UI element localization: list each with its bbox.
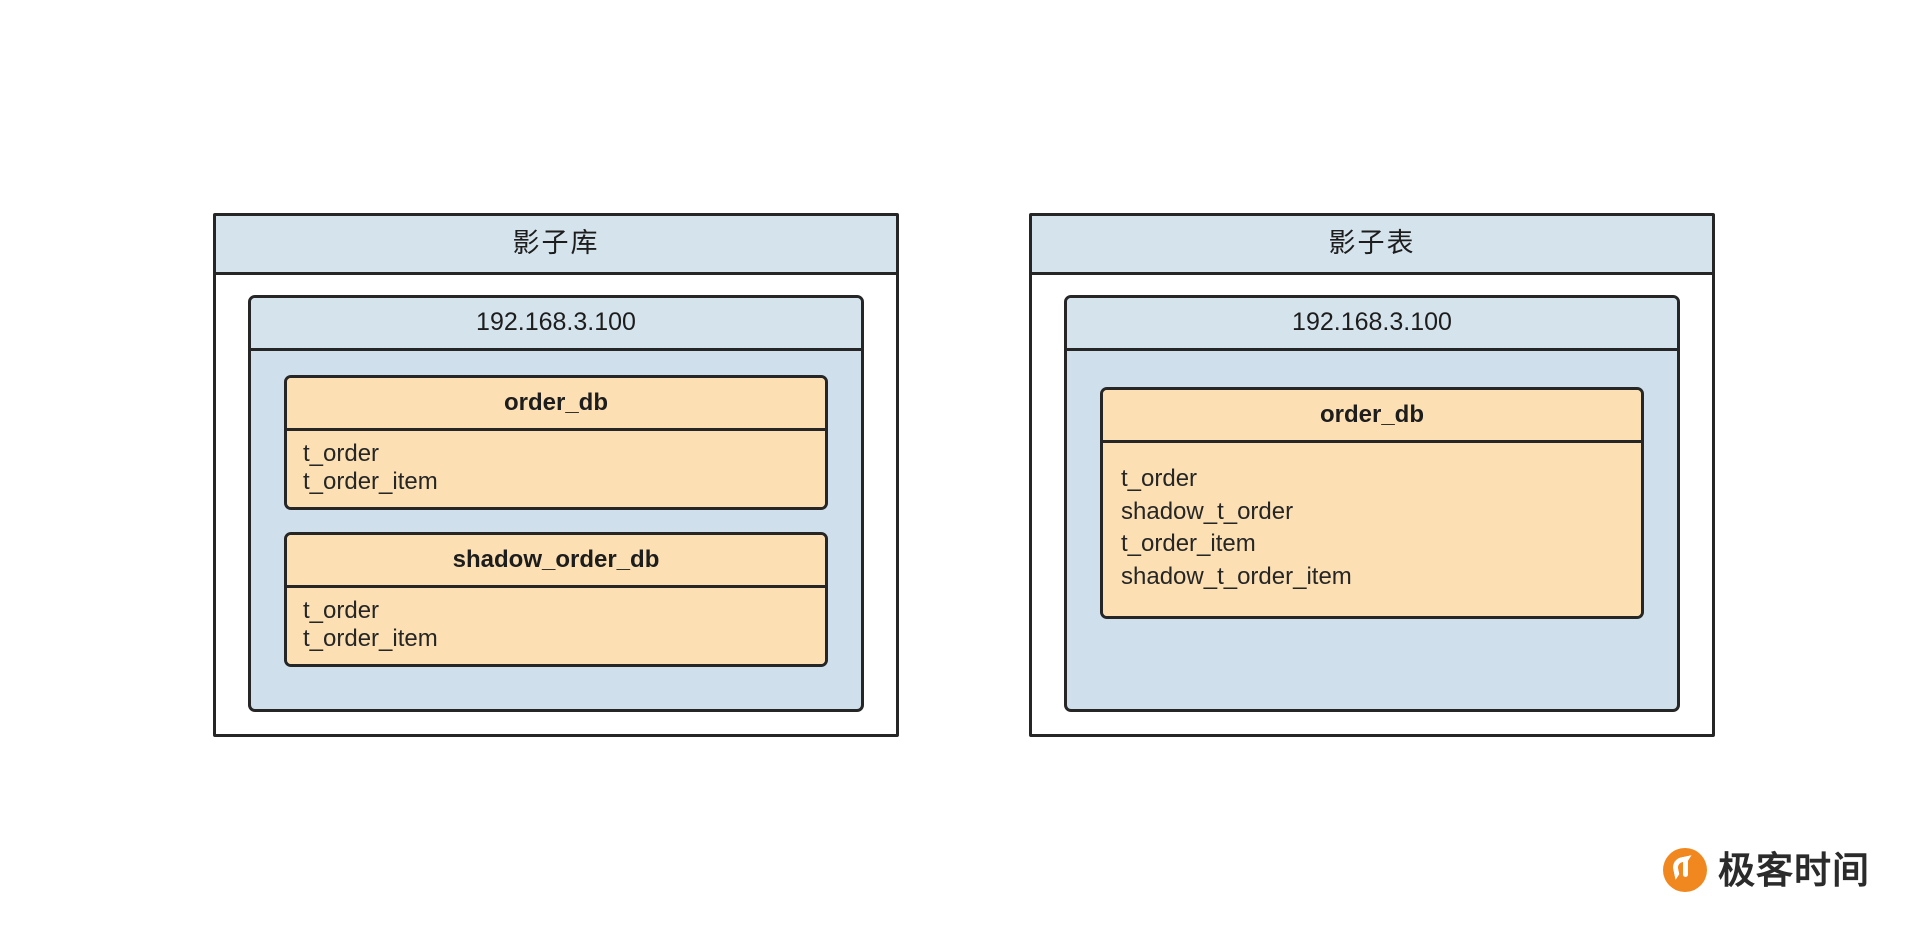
panel-title: 影子库 xyxy=(216,216,896,275)
host-body: order_db t_order t_order_item shadow_ord… xyxy=(251,351,861,709)
panel-title: 影子表 xyxy=(1032,216,1712,275)
database-name-label: order_db xyxy=(287,378,825,431)
database-box-order-db: order_db t_order t_order_item xyxy=(284,375,828,511)
panel-body: 192.168.3.100 order_db t_order t_order_i… xyxy=(216,275,896,734)
host-ip-label: 192.168.3.100 xyxy=(251,298,861,351)
geek-time-logo-icon xyxy=(1663,848,1707,892)
host-body: order_db t_order shadow_t_order t_order_… xyxy=(1067,351,1677,709)
database-table-list: t_order shadow_t_order t_order_item shad… xyxy=(1103,443,1641,616)
database-name-label: order_db xyxy=(1103,390,1641,443)
table-row: t_order xyxy=(303,440,380,467)
table-row: t_order xyxy=(303,597,380,625)
table-row: t_order_item xyxy=(303,468,438,496)
database-box-order-db: order_db t_order shadow_t_order t_order_… xyxy=(1100,387,1644,619)
table-row: t_order_item xyxy=(303,625,438,653)
panel-shadow-table: 影子表 192.168.3.100 order_db t_order shado… xyxy=(1029,213,1715,737)
database-table-list: t_order t_order_item xyxy=(287,431,825,508)
panel-shadow-database: 影子库 192.168.3.100 order_db t_order t_ord… xyxy=(213,213,899,737)
table-row: shadow_t_order_item xyxy=(1121,562,1352,590)
brand-logo: 极客时间 xyxy=(1663,848,1870,892)
host-box: 192.168.3.100 order_db t_order t_order_i… xyxy=(248,295,864,712)
table-row: shadow_t_order xyxy=(1121,497,1294,525)
panel-body: 192.168.3.100 order_db t_order shadow_t_… xyxy=(1032,275,1712,734)
host-ip-label: 192.168.3.100 xyxy=(1067,298,1677,351)
database-box-shadow-order-db: shadow_order_db t_order t_order_item xyxy=(284,532,828,668)
database-table-list: t_order t_order_item xyxy=(287,588,825,665)
brand-name-label: 极客时间 xyxy=(1718,849,1870,891)
table-row: t_order xyxy=(1121,465,1198,492)
host-box: 192.168.3.100 order_db t_order shadow_t_… xyxy=(1064,295,1680,712)
table-row: t_order_item xyxy=(1121,530,1256,558)
database-name-label: shadow_order_db xyxy=(287,535,825,589)
